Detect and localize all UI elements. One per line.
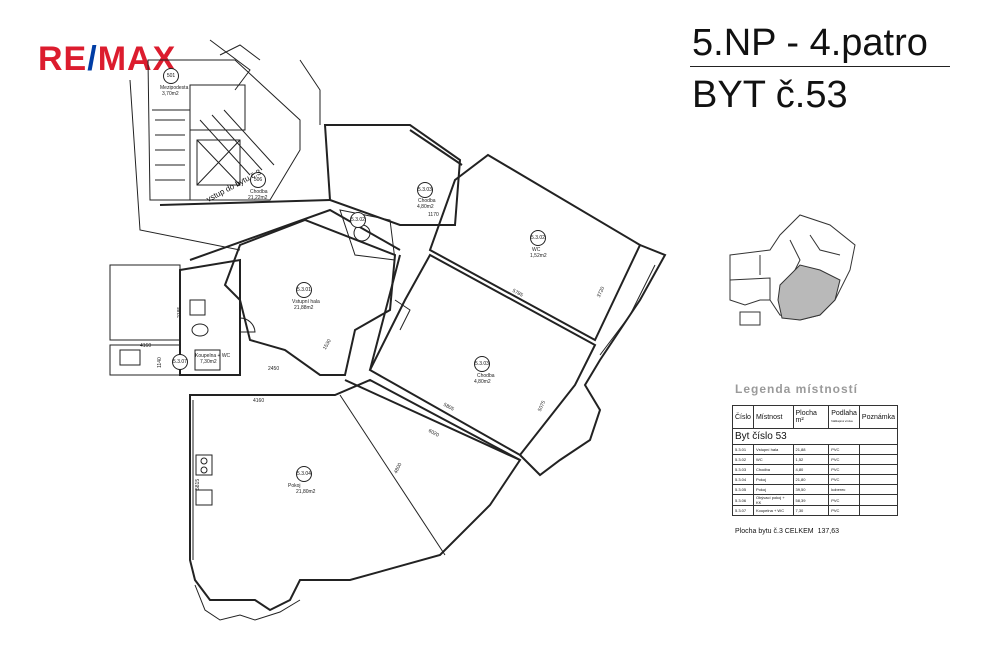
- unit-title: BYT č.53: [692, 74, 848, 116]
- legend-col-number: Číslo: [732, 405, 754, 429]
- dimension-label: 1140: [157, 357, 163, 368]
- room-area-5301: 21,88m2: [294, 305, 314, 311]
- room-name-5306: Pokoj: [288, 483, 301, 489]
- room-name-501: Mezipodesta: [160, 85, 189, 91]
- room-tag-506: 506: [250, 172, 266, 188]
- stair-block: [147, 59, 301, 201]
- room-tag-5301: 5.3.01: [296, 282, 312, 298]
- room-tag-5303: 5.3.03: [417, 182, 433, 198]
- room-area-5305: 4,80m2: [474, 379, 491, 385]
- legend-unit-label: Byt číslo 53: [732, 428, 898, 445]
- legend-col-room: Místnost: [752, 405, 794, 429]
- room-name-5305: Chodba: [477, 373, 495, 379]
- dimension-label: 4160: [253, 398, 265, 404]
- floor-title: 5.NP - 4.patro: [692, 22, 928, 64]
- legend-col-area: Plocha m²: [792, 405, 830, 429]
- legend-col-note: Poznámka: [858, 405, 899, 429]
- dimension-label: 2450: [268, 366, 280, 372]
- room-area-506: 21,22m2: [248, 195, 268, 201]
- room-area-5304: 1,52m2: [530, 253, 547, 259]
- dimension-label: 5815: [195, 478, 201, 490]
- dimension-label: 1170: [428, 212, 439, 218]
- room-tag-5304: 5.3.02: [530, 230, 546, 246]
- room-area-501: 3,70m2: [162, 91, 179, 97]
- room-name-506: Chodba: [250, 189, 268, 195]
- room-area-5303: 4,80m2: [417, 204, 434, 210]
- title-divider: [690, 66, 950, 67]
- room-tag-501: 501: [163, 68, 179, 84]
- room-name-5307: Koupelna + WC: [195, 353, 231, 359]
- legend-heading: Legenda místností: [735, 382, 859, 396]
- room-tag-5302: 5.3.02: [350, 212, 366, 228]
- room-area-5306: 21,80m2: [296, 489, 316, 495]
- remax-logo: RE/MAX: [38, 40, 177, 78]
- keyplan-highlight: [777, 264, 841, 321]
- room-area-5307: 7,30m2: [200, 359, 217, 365]
- room-tag-5306: 5.3.04: [296, 466, 312, 482]
- room-tag-5305: 5.3.03: [474, 356, 490, 372]
- dimension-label: 2185: [177, 306, 183, 318]
- room-name-5304: WC: [532, 247, 541, 253]
- room-name-5301: Vstupní hala: [292, 299, 320, 305]
- room-name-5303: Chodba: [418, 198, 436, 204]
- dimension-label: 4160: [140, 343, 152, 349]
- room-tag-5307: 5.3.07: [172, 354, 188, 370]
